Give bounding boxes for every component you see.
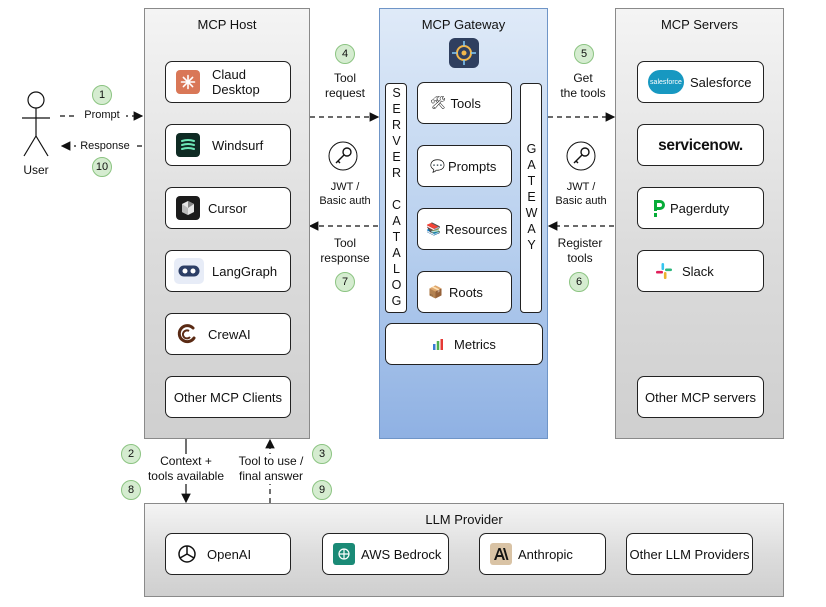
step-2: 2 bbox=[121, 444, 141, 464]
cursor-icon bbox=[176, 196, 200, 220]
gateway-roots[interactable]: 📦 Roots bbox=[417, 271, 512, 313]
windsurf-icon bbox=[176, 133, 200, 157]
resources-icon: 📚 bbox=[426, 222, 441, 236]
gateway-label: GATEWAY bbox=[520, 83, 542, 313]
pagerduty-icon bbox=[652, 198, 666, 218]
crewai-icon bbox=[176, 322, 200, 346]
gateway-item-label: Roots bbox=[448, 284, 483, 300]
step-4: 4 bbox=[335, 44, 355, 64]
client-claud-desktop[interactable]: Claud Desktop bbox=[165, 61, 291, 103]
slack-icon bbox=[655, 262, 673, 280]
step-9: 9 bbox=[312, 480, 332, 500]
roots-icon: 📦 bbox=[428, 285, 443, 299]
gateway-logo-icon bbox=[449, 38, 479, 68]
register-tools-label: Register tools bbox=[557, 236, 603, 265]
tool-to-use-label: Tool to use / final answer bbox=[234, 454, 308, 484]
server-servicenow[interactable]: servicenow. bbox=[637, 124, 764, 166]
user-actor: User bbox=[14, 90, 58, 180]
tool-response-label: Tool response bbox=[320, 236, 370, 265]
prompt-label: Prompt bbox=[78, 108, 126, 122]
client-label: Claud Desktop bbox=[212, 67, 260, 97]
step-5: 5 bbox=[574, 44, 594, 64]
gateway-resources[interactable]: 📚 Resources bbox=[417, 208, 512, 250]
client-langgraph[interactable]: LangGraph bbox=[165, 250, 291, 292]
mcp-gateway-title: MCP Gateway bbox=[421, 17, 506, 32]
server-label: Other MCP servers bbox=[644, 389, 756, 405]
gateway-item-label: Resources bbox=[444, 221, 508, 237]
tools-icon: 🛠 bbox=[430, 95, 447, 110]
gateway-text: GATEWAY bbox=[524, 142, 539, 254]
server-other[interactable]: Other MCP servers bbox=[637, 376, 764, 418]
server-catalog-label: SERVER CATALOG bbox=[385, 83, 407, 313]
gateway-prompts[interactable]: 💬 Prompts bbox=[417, 145, 512, 187]
metrics-icon bbox=[432, 338, 444, 350]
server-catalog-text: SERVER CATALOG bbox=[389, 86, 404, 310]
provider-label: AWS Bedrock bbox=[361, 546, 442, 562]
salesforce-icon: salesforce bbox=[648, 70, 684, 94]
user-stick-figure-icon bbox=[22, 91, 50, 157]
client-label: Other MCP Clients bbox=[173, 389, 283, 405]
provider-aws-bedrock[interactable]: AWS Bedrock bbox=[322, 533, 449, 575]
bedrock-icon bbox=[333, 543, 355, 565]
gateway-item-label: Tools bbox=[450, 95, 481, 111]
client-label: Windsurf bbox=[212, 137, 264, 153]
openai-icon bbox=[176, 543, 198, 565]
provider-anthropic[interactable]: Anthropic bbox=[479, 533, 606, 575]
step-6: 6 bbox=[569, 272, 589, 292]
key-icon-left bbox=[328, 141, 358, 176]
server-label: Pagerduty bbox=[670, 200, 730, 216]
server-label: Slack bbox=[682, 263, 714, 279]
provider-label: OpenAI bbox=[207, 546, 252, 562]
servicenow-logo: servicenow. bbox=[658, 136, 743, 154]
jwt-right-label: JWT / Basic auth bbox=[555, 181, 607, 207]
provider-label: Other LLM Providers bbox=[629, 546, 750, 562]
provider-openai[interactable]: OpenAI bbox=[165, 533, 291, 575]
step-7: 7 bbox=[335, 272, 355, 292]
provider-label: Anthropic bbox=[518, 546, 573, 562]
context-label: Context + tools available bbox=[144, 454, 228, 484]
client-cursor[interactable]: Cursor bbox=[165, 187, 291, 229]
metrics-label: Metrics bbox=[454, 336, 496, 352]
key-icon-right bbox=[566, 141, 596, 176]
prompts-icon: 💬 bbox=[430, 159, 445, 173]
tool-request-label: Tool request bbox=[324, 71, 366, 100]
server-slack[interactable]: Slack bbox=[637, 250, 764, 292]
step-3: 3 bbox=[312, 444, 332, 464]
mcp-host-title: MCP Host bbox=[197, 17, 257, 32]
server-pagerduty[interactable]: Pagerduty bbox=[637, 187, 764, 229]
user-label: User bbox=[23, 163, 49, 177]
response-label: Response bbox=[76, 139, 134, 153]
client-label: LangGraph bbox=[212, 263, 278, 279]
gateway-tools[interactable]: 🛠 Tools bbox=[417, 82, 512, 124]
step-1: 1 bbox=[92, 85, 112, 105]
client-crewai[interactable]: CrewAI bbox=[165, 313, 291, 355]
client-windsurf[interactable]: Windsurf bbox=[165, 124, 291, 166]
server-label: Salesforce bbox=[690, 74, 752, 90]
provider-other[interactable]: Other LLM Providers bbox=[626, 533, 753, 575]
langgraph-icon bbox=[174, 258, 204, 284]
step-8: 8 bbox=[121, 480, 141, 500]
step-10: 10 bbox=[92, 157, 112, 177]
anthropic-icon bbox=[490, 543, 512, 565]
gateway-metrics[interactable]: Metrics bbox=[385, 323, 543, 365]
llm-provider-title: LLM Provider bbox=[425, 512, 503, 527]
gateway-item-label: Prompts bbox=[447, 158, 497, 174]
claude-icon bbox=[176, 70, 200, 94]
client-label: Cursor bbox=[208, 200, 248, 216]
client-other[interactable]: Other MCP Clients bbox=[165, 376, 291, 418]
mcp-servers-title: MCP Servers bbox=[660, 17, 739, 32]
client-label: CrewAI bbox=[208, 326, 251, 342]
get-tools-label: Get the tools bbox=[560, 71, 606, 100]
server-salesforce[interactable]: salesforce Salesforce bbox=[637, 61, 764, 103]
jwt-left-label: JWT / Basic auth bbox=[319, 181, 371, 207]
